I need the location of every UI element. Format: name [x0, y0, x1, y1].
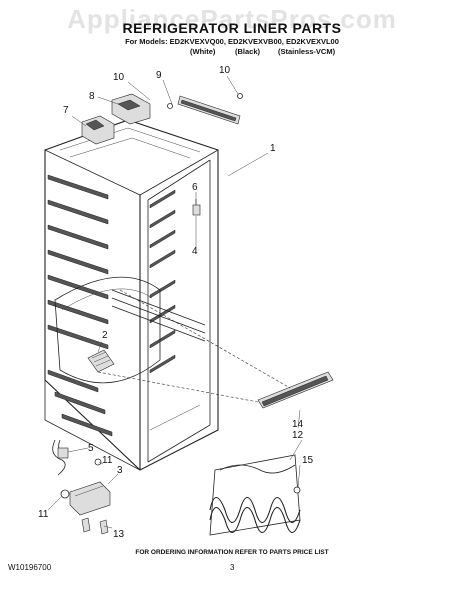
callout-11-upper: 11: [102, 455, 113, 466]
evaporator-coil: [209, 454, 301, 536]
callout-1: 1: [270, 143, 276, 154]
callout-3: 3: [117, 465, 123, 476]
document-part-number: W10196700: [8, 563, 52, 572]
page-number: 3: [230, 563, 235, 572]
leader-lines: [47, 75, 303, 529]
callout-10-right: 10: [219, 65, 231, 76]
callout-2: 2: [102, 330, 108, 341]
variant-white: (White): [190, 47, 216, 56]
bracket-assembly: [81, 93, 151, 145]
callout-15: 15: [302, 455, 314, 466]
variant-black: (Black): [235, 47, 261, 56]
callout-10-left: 10: [113, 72, 125, 83]
fastener-clip: [192, 199, 201, 216]
trim-rail: [167, 93, 243, 125]
watermark: AppliancePartsPros.com: [67, 4, 397, 34]
variant-stainless: (Stainless-VCM): [278, 47, 336, 56]
callout-9: 9: [156, 70, 162, 81]
grille-part: [87, 349, 115, 373]
page-title: REFRIGERATOR LINER PARTS: [122, 20, 342, 36]
callout-12: 12: [292, 430, 304, 441]
callout-6: 6: [192, 182, 198, 193]
callout-11-lower: 11: [38, 509, 49, 520]
callout-5: 5: [88, 443, 94, 454]
callout-7: 7: [63, 105, 69, 116]
ordering-note: FOR ORDERING INFORMATION REFER TO PARTS …: [135, 549, 329, 556]
callout-4: 4: [192, 246, 198, 257]
drain-components: [52, 439, 111, 535]
trim-strip: [257, 371, 334, 409]
models-line: For Models: ED2KVEXVQ00, ED2KVEXVB00, ED…: [125, 37, 339, 46]
callout-8: 8: [89, 91, 95, 102]
callout-13: 13: [113, 529, 125, 540]
callout-14: 14: [292, 419, 304, 430]
liner-body: [44, 119, 219, 471]
